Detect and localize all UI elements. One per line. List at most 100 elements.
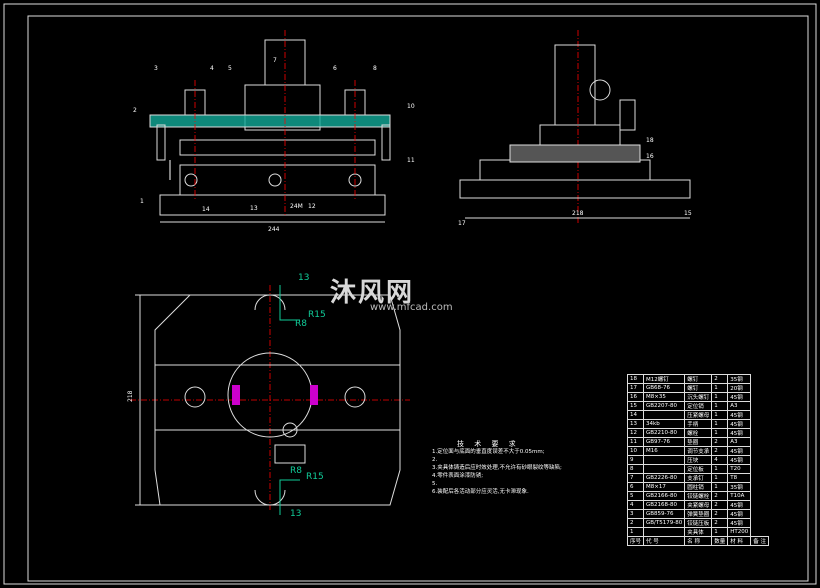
svg-text:16: 16 <box>646 153 654 160</box>
side-width-dim: 218 <box>572 210 584 217</box>
table-cell: 35钢 <box>727 482 752 492</box>
table-cell: A3 <box>727 437 752 447</box>
table-cell: 1 <box>711 473 729 483</box>
table-cell: 序号 <box>626 536 645 546</box>
table-cell: 4 <box>626 500 645 510</box>
table-cell: 16 <box>626 392 645 402</box>
dim-13-top: 13 <box>298 273 309 283</box>
table-cell: 1 <box>711 482 729 492</box>
table-cell: 45钢 <box>727 428 752 438</box>
outer-border <box>3 3 817 585</box>
front-width-dim: 244 <box>268 226 280 233</box>
svg-text:18: 18 <box>646 137 654 144</box>
table-cell: 定位板 <box>684 464 713 474</box>
table-cell: 2 <box>711 437 729 447</box>
table-cell: 1 <box>711 419 729 429</box>
table-cell: 45钢 <box>727 392 752 402</box>
table-cell: 螺栓 <box>684 428 713 438</box>
table-cell: 代 号 <box>643 536 686 546</box>
table-cell: 1 <box>711 464 729 474</box>
table-cell: GB2207-80 <box>643 401 686 411</box>
dim-r15-top: R15 <box>308 310 326 320</box>
table-cell: 调节支承 <box>684 446 713 456</box>
table-cell: 螺钉 <box>684 383 713 393</box>
table-cell: 5 <box>626 491 645 501</box>
table-cell: 13 <box>626 419 645 429</box>
svg-text:15: 15 <box>684 210 692 217</box>
dim-r8-bottom: R8 <box>290 466 302 476</box>
table-cell: 垫圈 <box>684 437 713 447</box>
dim-r15-bottom: R15 <box>306 472 324 482</box>
table-cell: 夹具体 <box>684 527 713 537</box>
table-row: 序号代 号名 称数量材 料备 注 <box>626 536 770 546</box>
table-cell: 2 <box>711 509 729 519</box>
table-cell: 压紧螺母 <box>684 410 713 420</box>
tech-req-item: 4.零件表面涂漆防锈; <box>432 473 484 479</box>
table-cell: GB2166-80 <box>643 491 686 501</box>
table-cell: M12螺钉 <box>643 374 686 384</box>
table-cell: 35钢 <box>727 374 752 384</box>
table-cell: 1 <box>626 527 645 537</box>
table-cell: 17 <box>626 383 645 393</box>
table-cell: 1 <box>711 527 729 537</box>
svg-text:17: 17 <box>458 220 466 227</box>
balloons: 3 4 5 2 7 6 8 10 11 1 14 13 12 18 16 15 … <box>133 57 692 227</box>
table-cell: 2 <box>711 374 729 384</box>
tech-req-item: 3.夹具体铸造后应时效处理,不允许有砂眼裂纹等缺陷; <box>432 465 562 471</box>
table-cell: 沉头螺钉 <box>684 392 713 402</box>
svg-text:1: 1 <box>140 198 144 205</box>
svg-text:7: 7 <box>273 57 277 64</box>
table-cell: GB2210-80 <box>643 428 686 438</box>
table-cell: 1 <box>711 392 729 402</box>
table-cell: GB97-76 <box>643 437 686 447</box>
svg-text:4: 4 <box>210 65 214 72</box>
tech-req-item: 1.定位面与底面的垂直度误差不大于0.05mm; <box>432 449 545 455</box>
table-cell: GB68-76 <box>643 383 686 393</box>
table-cell: 45钢 <box>727 509 752 519</box>
tech-req-item: 5. <box>432 481 438 487</box>
thread-dim: 24M <box>290 203 303 210</box>
table-cell: 45钢 <box>727 446 752 456</box>
table-cell: 圆柱销 <box>684 482 713 492</box>
watermark-logo: 沐风网 <box>330 278 415 308</box>
table-cell: 45钢 <box>727 419 752 429</box>
table-cell: 1 <box>711 428 729 438</box>
table-cell: M8×17 <box>643 482 686 492</box>
table-cell: 1 <box>711 401 729 411</box>
table-cell: 手柄 <box>684 419 713 429</box>
table-cell: 45钢 <box>727 410 752 420</box>
svg-text:10: 10 <box>407 103 415 110</box>
plan-height-dim: 218 <box>127 390 134 402</box>
svg-text:2: 2 <box>133 107 137 114</box>
table-cell: 12 <box>626 428 645 438</box>
svg-text:14: 14 <box>202 206 210 213</box>
table-cell: 材 料 <box>727 536 752 546</box>
table-cell: 夹紧螺母 <box>684 500 713 510</box>
table-cell: M8×35 <box>643 392 686 402</box>
table-cell: 弹簧垫圈 <box>684 509 713 519</box>
table-cell: 数量 <box>711 536 729 546</box>
table-cell: 2 <box>711 491 729 501</box>
table-cell: 11 <box>626 437 645 447</box>
table-cell <box>643 455 686 465</box>
table-cell: 10 <box>626 446 645 456</box>
tech-req-item: 2. <box>432 457 438 463</box>
table-cell: A3 <box>727 401 752 411</box>
watermark-url: www.mfcad.com <box>370 302 453 313</box>
